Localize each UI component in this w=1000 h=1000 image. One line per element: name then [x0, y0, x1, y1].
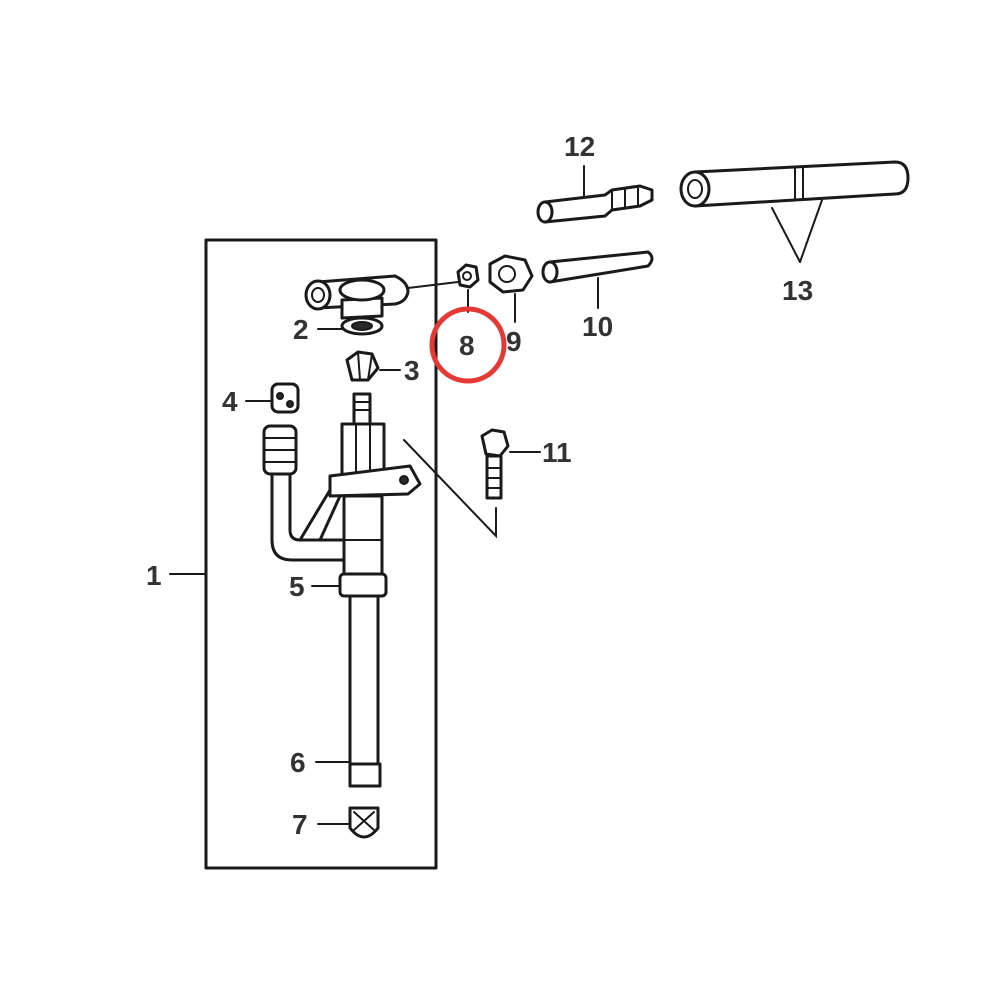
callout-8: 8 — [459, 330, 475, 361]
callout-4: 4 — [222, 386, 238, 417]
callout-1: 1 — [146, 560, 162, 591]
bracket-pointer — [403, 439, 497, 539]
leak-off-pipe — [262, 424, 346, 562]
union-nut — [488, 254, 534, 294]
hose-barb-fitting — [536, 184, 654, 224]
callout-13: 13 — [782, 275, 813, 306]
assembly-frame — [204, 238, 438, 870]
leader-13-b — [799, 199, 823, 263]
bolt — [480, 428, 510, 500]
pipe — [541, 250, 654, 284]
callout-10: 10 — [582, 311, 613, 342]
highlight-circle — [429, 306, 507, 384]
return-hose — [679, 160, 910, 208]
spring-washer — [340, 316, 384, 336]
callout-12: 12 — [564, 131, 595, 162]
leader-13-a — [771, 207, 801, 263]
callout-6: 6 — [290, 747, 306, 778]
callout-7: 7 — [292, 809, 308, 840]
hex-nut — [345, 350, 380, 382]
callout-5: 5 — [289, 571, 305, 602]
protective-cap — [270, 382, 300, 414]
connector-line — [407, 281, 459, 289]
banjo-fitting — [304, 274, 410, 320]
callout-9: 9 — [506, 326, 522, 357]
callout-2: 2 — [293, 314, 309, 345]
small-nut — [456, 263, 480, 289]
injector-body — [328, 392, 422, 839]
callout-3: 3 — [404, 355, 420, 386]
callout-11: 11 — [542, 437, 572, 468]
